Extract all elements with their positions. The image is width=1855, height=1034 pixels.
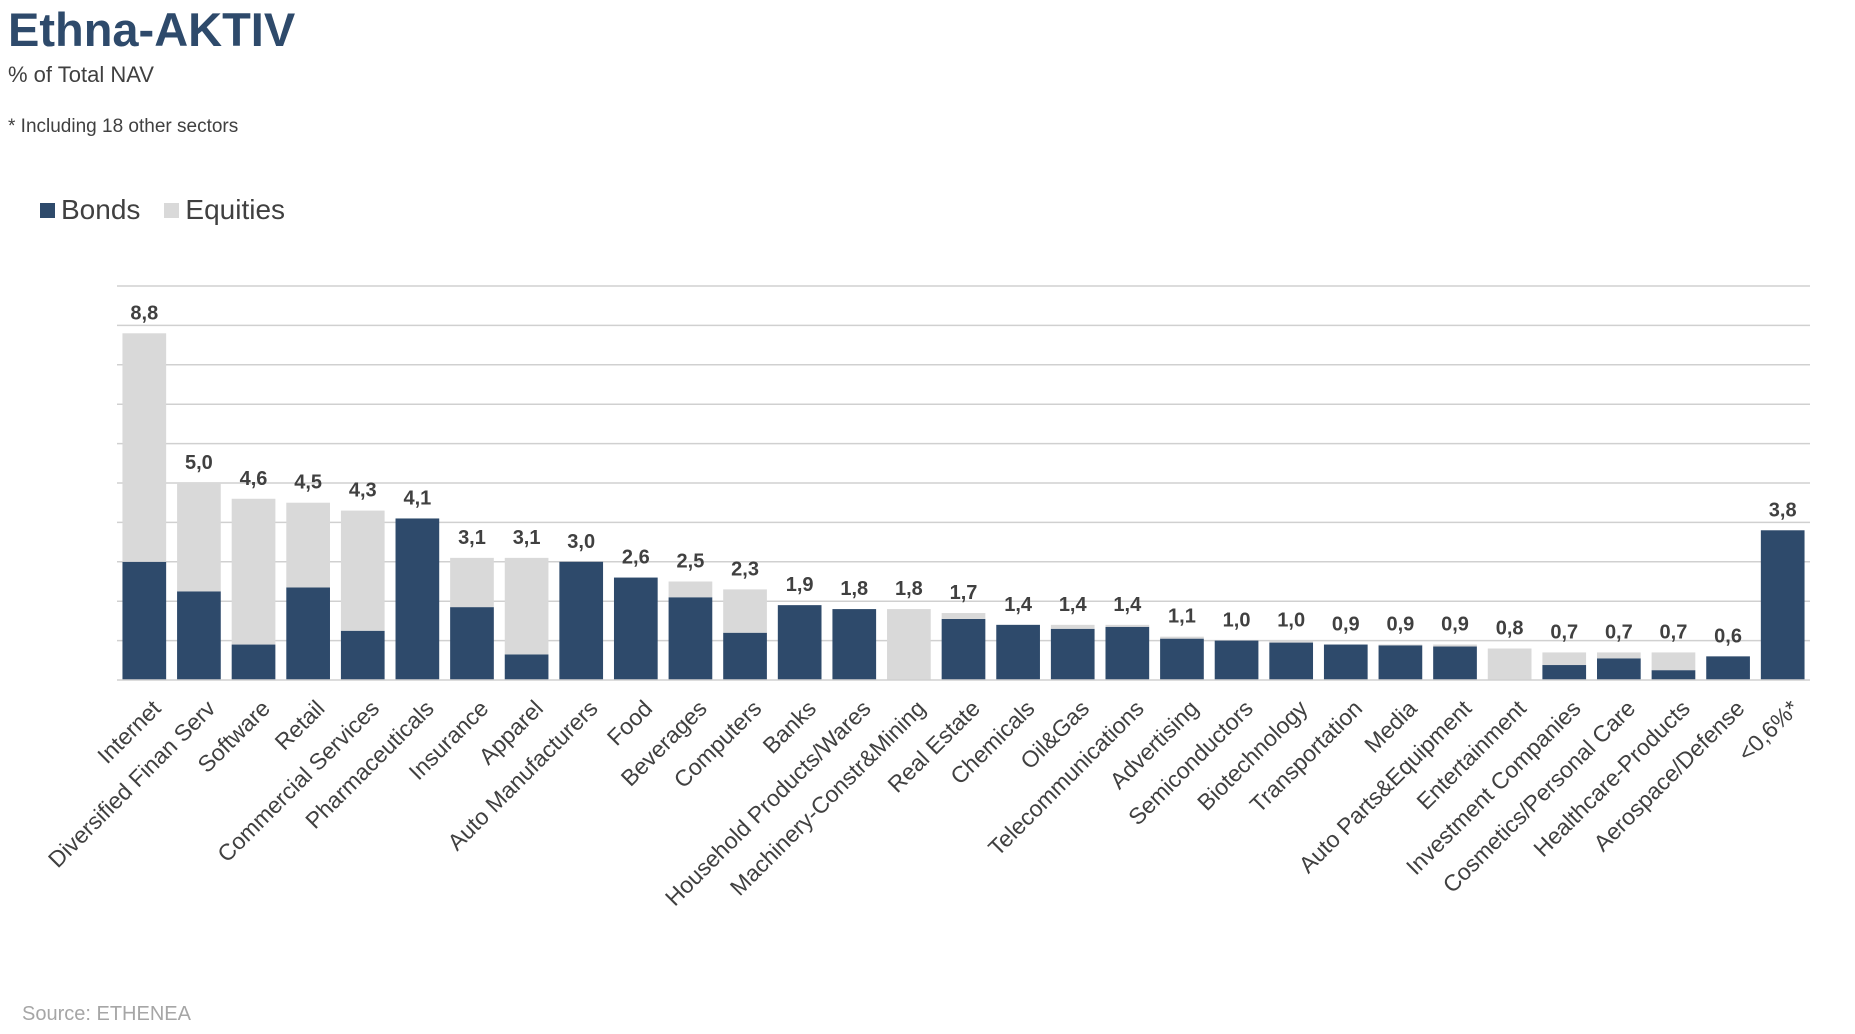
bar-equities [723, 589, 767, 633]
data-label: 2,6 [622, 547, 650, 569]
data-label: 1,4 [1004, 594, 1033, 616]
bar-bonds [723, 632, 767, 680]
data-label: 0,7 [1660, 621, 1688, 643]
bar-bonds [1760, 530, 1805, 680]
data-label: 0,6 [1714, 625, 1742, 647]
data-label: 0,9 [1332, 614, 1360, 636]
bar-equities [340, 510, 385, 631]
bar-equities [286, 502, 330, 588]
data-label: 4,5 [294, 472, 322, 494]
bar-bonds [504, 654, 549, 680]
data-label: 3,0 [567, 531, 595, 553]
data-label: 3,1 [513, 527, 541, 549]
bar-equities [1269, 640, 1314, 643]
bar-equities [1050, 624, 1095, 629]
data-label: 4,6 [240, 468, 268, 490]
data-label: 0,9 [1441, 614, 1469, 636]
footnote: * Including 18 other sectors [8, 116, 239, 137]
bar-bonds [1050, 628, 1095, 680]
legend: Bonds Equities [40, 194, 309, 226]
bar-equities [668, 581, 713, 598]
legend-swatch-equities [164, 202, 180, 218]
bar-bonds [1378, 645, 1423, 680]
data-label: 0,9 [1386, 614, 1414, 636]
bar-bonds [1214, 640, 1259, 680]
bar-equities [1487, 648, 1532, 680]
bar-bonds [559, 561, 604, 680]
bar-bonds [1323, 644, 1368, 680]
bar-equities [1597, 652, 1641, 659]
bar-bonds [286, 587, 330, 680]
data-label: 2,3 [731, 558, 759, 580]
bar-bonds [777, 605, 822, 680]
data-label: 3,1 [458, 527, 486, 549]
category-label: <0,6%* [1733, 695, 1804, 766]
bar-bonds [122, 561, 167, 680]
bar-equities [1433, 644, 1477, 647]
bar-bonds [1706, 656, 1750, 680]
data-label: 0,8 [1496, 617, 1524, 639]
bar-equities [1160, 636, 1204, 639]
bar-equities [122, 333, 167, 562]
data-label: 1,8 [840, 578, 868, 600]
legend-item-equities: Equities [164, 194, 285, 226]
data-label: 1,7 [950, 582, 978, 604]
bar-equities [450, 557, 494, 608]
data-label: 1,1 [1168, 606, 1196, 628]
bar-equities [504, 557, 549, 655]
bar-equities [1651, 652, 1696, 671]
legend-swatch-bonds [40, 202, 55, 218]
data-label: 0,7 [1550, 621, 1578, 643]
data-label: 1,8 [895, 578, 923, 600]
bar-bonds [231, 644, 276, 680]
data-label: 1,4 [1113, 594, 1142, 616]
data-label: 5,0 [185, 452, 213, 474]
data-label: 1,9 [786, 574, 814, 596]
bar-equities [1378, 644, 1423, 646]
bar-bonds [340, 630, 385, 680]
bar-bonds [177, 591, 221, 680]
data-label: 0,7 [1605, 621, 1633, 643]
bar-equities [231, 498, 276, 645]
legend-label-bonds: Bonds [61, 194, 141, 225]
bar-equities [941, 613, 986, 619]
chart-subtitle: % of Total NAV [8, 62, 154, 87]
data-label: 1,4 [1059, 594, 1088, 616]
bar-bonds [1542, 665, 1587, 680]
data-label: 4,3 [349, 480, 377, 502]
bar-equities [177, 483, 221, 592]
chart-title: Ethna-AKTIV [8, 3, 296, 56]
legend-label-equities: Equities [185, 194, 286, 225]
source-note: Source: ETHENEA [22, 1003, 191, 1025]
bar-bonds [450, 607, 494, 680]
bar-bonds [1105, 626, 1150, 680]
data-label: 3,8 [1769, 499, 1797, 521]
data-label: 2,5 [677, 551, 705, 573]
bar-bonds [613, 577, 658, 680]
data-label: 1,0 [1277, 610, 1305, 632]
bar-bonds [996, 624, 1040, 680]
bar-bonds [1269, 642, 1314, 680]
bar-bonds [941, 618, 986, 680]
bar-bonds [832, 609, 877, 680]
bar-bonds [1597, 658, 1641, 680]
bar-equities [1105, 624, 1150, 627]
data-label: 1,0 [1223, 610, 1251, 632]
bar-bonds [395, 518, 440, 680]
legend-item-bonds: Bonds [40, 194, 140, 226]
bar-bonds [1160, 638, 1204, 680]
bar-bonds [668, 597, 713, 680]
data-label: 8,8 [130, 302, 158, 324]
bar-bonds [1651, 670, 1696, 680]
bar-equities [887, 609, 931, 680]
bar-equities [1542, 652, 1587, 666]
data-label: 4,1 [403, 487, 431, 509]
bar-bonds [1433, 646, 1477, 680]
